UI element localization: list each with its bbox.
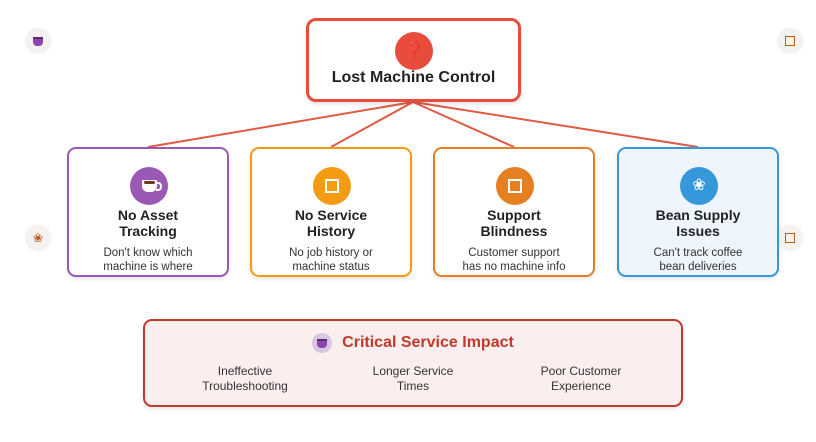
card-title: Support Blindness [480, 207, 548, 239]
corner-coffee-cup-icon [25, 28, 51, 54]
card-description: Can't track coffee bean deliveries [653, 247, 743, 273]
card-title: Bean Supply Issues [655, 207, 741, 239]
corner-box-icon [777, 28, 803, 54]
square-icon [496, 167, 534, 205]
connector-to-bean [412, 101, 699, 148]
coffee-beans-icon: ❀ [680, 167, 718, 205]
card-no-asset-tracking: No Asset Tracking Don't know which machi… [67, 147, 229, 277]
coffee-cup-icon [312, 333, 333, 353]
impact-panel: Critical Service Impact Ineffective Trou… [143, 319, 683, 407]
coffee-cup-icon [130, 167, 168, 205]
card-title: No Asset Tracking [117, 207, 179, 239]
card-support-blindness: Support Blindness Customer support has n… [433, 147, 595, 277]
card-description: No job history or machine status [289, 247, 373, 273]
root-title: Lost Machine Control [331, 69, 496, 86]
card-bean-supply-issues: ❀ Bean Supply Issues Can't track coffee … [617, 147, 779, 277]
impact-item: Poor Customer Experience [540, 364, 622, 393]
impact-items: Ineffective Troubleshooting Longer Servi… [165, 364, 661, 394]
impact-item: Longer Service Times [372, 364, 454, 393]
square-icon [313, 167, 351, 205]
impact-title: Critical Service Impact [342, 334, 514, 351]
impact-header: Critical Service Impact [145, 333, 681, 353]
card-no-service-history: No Service History No job history or mac… [250, 147, 412, 277]
card-title: No Service History [294, 207, 368, 239]
card-description: Don't know which machine is where [103, 247, 193, 273]
connector-to-service [330, 101, 414, 148]
root-node: ❓ Lost Machine Control [306, 18, 521, 102]
map-pin-icon: ❓ [395, 32, 433, 70]
connector-to-support [412, 101, 515, 148]
impact-item: Ineffective Troubleshooting [202, 364, 288, 393]
corner-box-icon-2 [777, 225, 803, 251]
corner-coffee-beans-icon: ❀ [25, 225, 51, 251]
connector-to-asset [147, 101, 414, 148]
card-description: Customer support has no machine info [462, 247, 566, 273]
